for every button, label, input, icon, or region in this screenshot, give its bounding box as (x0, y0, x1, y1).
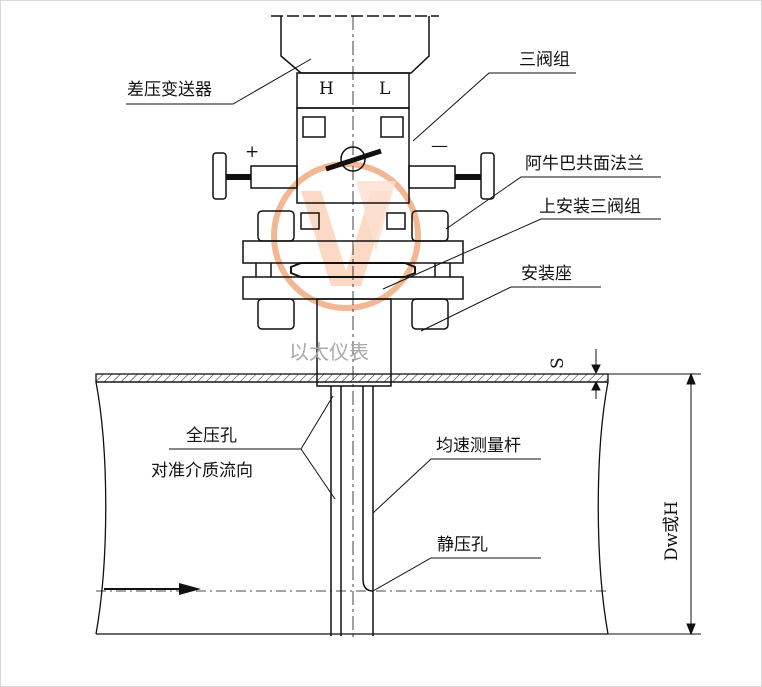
three-valve-manifold (212, 107, 495, 204)
label-annubar-flange: 阿牛巴共面法兰 (525, 154, 644, 174)
leader-lines (126, 58, 661, 592)
dimension-s (586, 349, 616, 399)
label-static-hole: 静压孔 (437, 535, 488, 555)
flow-arrow (104, 583, 201, 595)
label-probe-rod: 均速测量杆 (436, 436, 521, 456)
watermark-text: 以太仪表 (289, 340, 369, 364)
label-mount-seat: 安装座 (521, 264, 572, 284)
dw-or-h-label: Dw或H (662, 501, 682, 561)
plus-sign: + (245, 142, 259, 162)
minus-sign: — (431, 136, 448, 156)
dimension-dw (608, 372, 701, 636)
watermark-logo (271, 161, 421, 311)
mounting-seat (316, 298, 392, 387)
pipe (95, 373, 609, 635)
label-facing-flow: 对准介质流向 (151, 461, 253, 481)
label-top-three-valve: 上安装三阀组 (539, 197, 641, 217)
label-three-valve: 三阀组 (519, 50, 570, 70)
s-label: S (548, 357, 568, 369)
label-full-pressure-hole: 全压孔 (186, 426, 237, 446)
h-mark: H (319, 79, 334, 99)
probe-rod (330, 386, 374, 636)
label-transmitter: 差压变送器 (127, 80, 212, 100)
l-mark: L (379, 79, 390, 99)
transmitter-body (271, 15, 439, 109)
